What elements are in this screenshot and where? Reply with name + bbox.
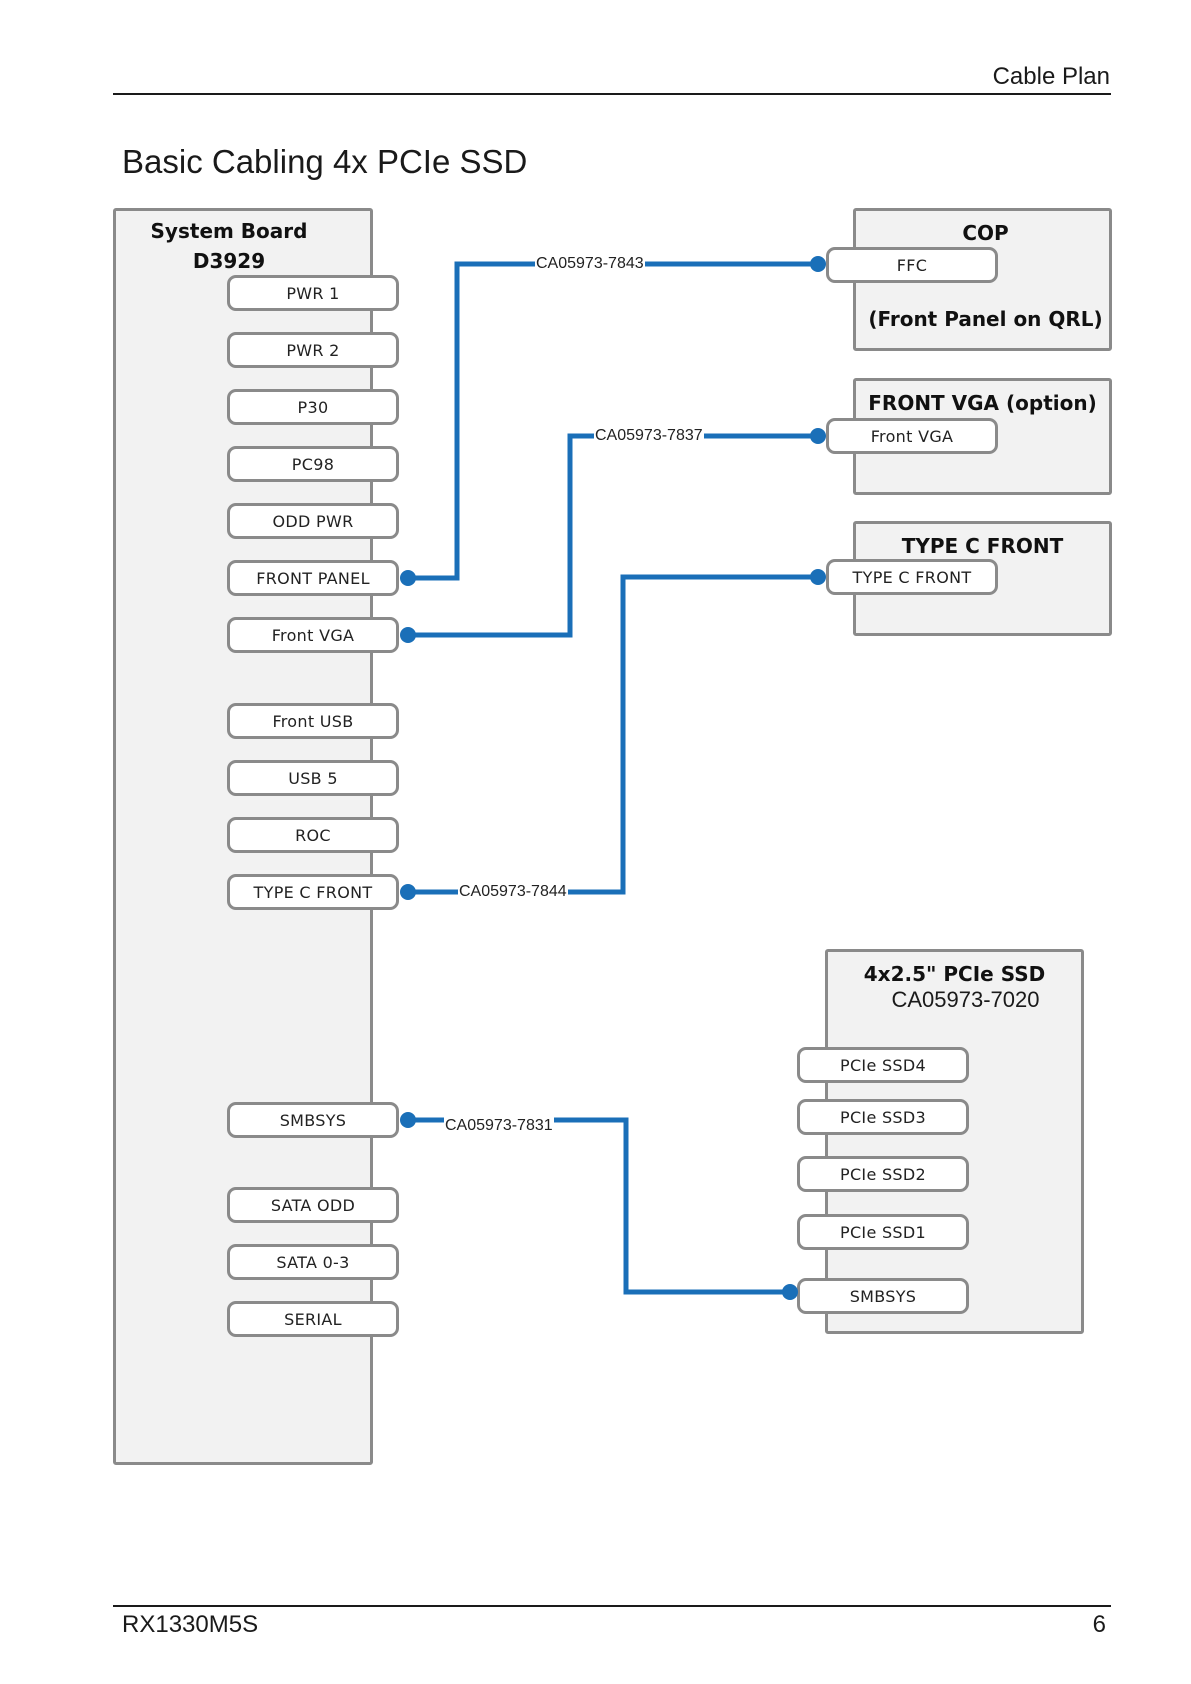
port-type-c-front: TYPE C FRONT bbox=[227, 874, 399, 910]
cable-label-front-vga: CA05973-7837 bbox=[594, 427, 704, 445]
cable-label-front-panel: CA05973-7843 bbox=[535, 255, 645, 273]
port-smbsys-target: SMBSYS bbox=[797, 1278, 969, 1314]
cable-smbsys-wire bbox=[408, 1117, 790, 1295]
port-front-vga-target: Front VGA bbox=[826, 418, 998, 454]
header-rule bbox=[113, 93, 1111, 95]
port-front-panel: FRONT PANEL bbox=[227, 560, 399, 596]
ssd-module-panel: 4x2.5" PCIe SSD CA05973-7020 bbox=[825, 949, 1084, 1334]
ssd-module-title: 4x2.5" PCIe SSD bbox=[863, 962, 1046, 986]
cable-type-c-wire bbox=[408, 574, 818, 895]
connector-dot-front-panel bbox=[400, 570, 416, 586]
port-pwr-1: PWR 1 bbox=[227, 275, 399, 311]
cable-label-smbsys: CA05973-7831 bbox=[444, 1117, 554, 1135]
port-usb-5: USB 5 bbox=[227, 760, 399, 796]
front-vga-title: FRONT VGA (option) bbox=[868, 391, 1097, 415]
port-odd-pwr: ODD PWR bbox=[227, 503, 399, 539]
port-pwr-2: PWR 2 bbox=[227, 332, 399, 368]
port-smbsys: SMBSYS bbox=[227, 1102, 399, 1138]
page-number: 6 bbox=[1092, 1611, 1106, 1638]
cop-subtitle: (Front Panel on QRL) bbox=[868, 307, 1103, 331]
port-pcie-ssd2: PCIe SSD2 bbox=[797, 1156, 969, 1192]
ssd-module-part-number: CA05973-7020 bbox=[891, 987, 1040, 1012]
port-ffc: FFC bbox=[826, 247, 998, 283]
port-sata-odd: SATA ODD bbox=[227, 1187, 399, 1223]
connector-dot-smbsys bbox=[400, 1112, 416, 1128]
port-front-usb: Front USB bbox=[227, 703, 399, 739]
cable-label-type-c: CA05973-7844 bbox=[458, 883, 568, 901]
cable-front-vga-wire bbox=[408, 433, 818, 638]
system-board-model: D3929 bbox=[192, 249, 266, 273]
port-sata-0-3: SATA 0-3 bbox=[227, 1244, 399, 1280]
port-pc98: PC98 bbox=[227, 446, 399, 482]
cable-front-panel-wire bbox=[408, 261, 818, 581]
connector-dot-ffc bbox=[810, 256, 826, 272]
connector-dot-front-vga-target bbox=[810, 428, 826, 444]
port-serial: SERIAL bbox=[227, 1301, 399, 1337]
page-heading: Basic Cabling 4x PCIe SSD bbox=[122, 143, 528, 180]
connector-dot-smbsys-target bbox=[782, 1284, 798, 1300]
footer-rule bbox=[113, 1605, 1111, 1607]
system-board-title: System Board bbox=[150, 219, 308, 243]
port-type-c-front-target: TYPE C FRONT bbox=[826, 559, 998, 595]
header-title: Cable Plan bbox=[992, 63, 1110, 90]
port-front-vga: Front VGA bbox=[227, 617, 399, 653]
type-c-front-title: TYPE C FRONT bbox=[901, 534, 1064, 558]
connector-dot-type-c-target bbox=[810, 569, 826, 585]
connector-dot-front-vga bbox=[400, 627, 416, 643]
port-pcie-ssd1: PCIe SSD1 bbox=[797, 1214, 969, 1250]
footer-model: RX1330M5S bbox=[122, 1611, 259, 1638]
connector-dot-type-c-front bbox=[400, 884, 416, 900]
port-pcie-ssd4: PCIe SSD4 bbox=[797, 1047, 969, 1083]
port-roc: ROC bbox=[227, 817, 399, 853]
port-p30: P30 bbox=[227, 389, 399, 425]
cop-title: COP bbox=[962, 221, 1009, 245]
port-pcie-ssd3: PCIe SSD3 bbox=[797, 1099, 969, 1135]
